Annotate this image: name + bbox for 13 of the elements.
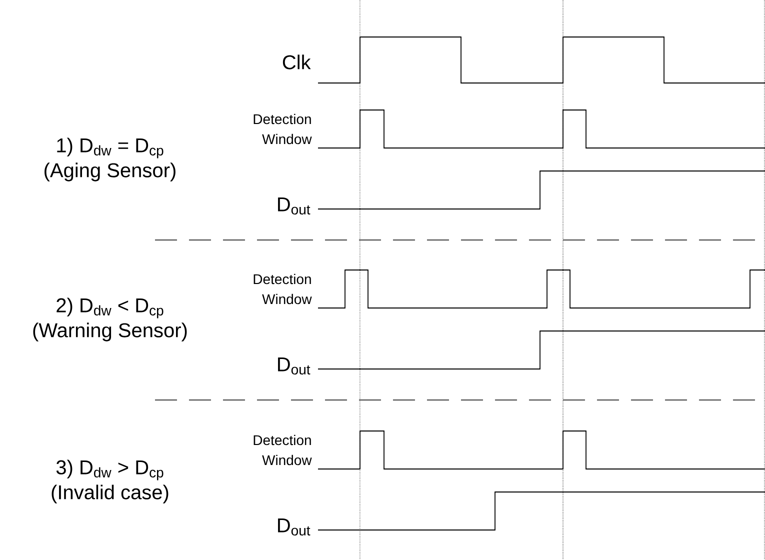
case-label: 2) D$_{dw}$ < D$_{cp}$	[56, 298, 164, 318]
case-label: (Aging Sensor)	[44, 162, 176, 182]
signal-label: Detection Window	[254, 274, 312, 304]
case-label: (Invalid case)	[52, 484, 168, 504]
signal-label: Detection Window	[254, 114, 312, 144]
signal-label: D$_{out}$	[278, 358, 310, 375]
signal-label: Clk	[282, 54, 311, 70]
case-label: 3) D$_{dw}$ > D$_{cp}$	[56, 460, 164, 480]
signal-label: Detection Window	[254, 434, 312, 466]
case-label: (Warning Sensor)	[33, 322, 187, 342]
case-label: 1) D$_{dw}$ = D$_{cp}$	[57, 138, 164, 158]
signal-label: D$_{out}$	[278, 518, 310, 536]
signal-label: D$_{out}$	[278, 198, 310, 214]
